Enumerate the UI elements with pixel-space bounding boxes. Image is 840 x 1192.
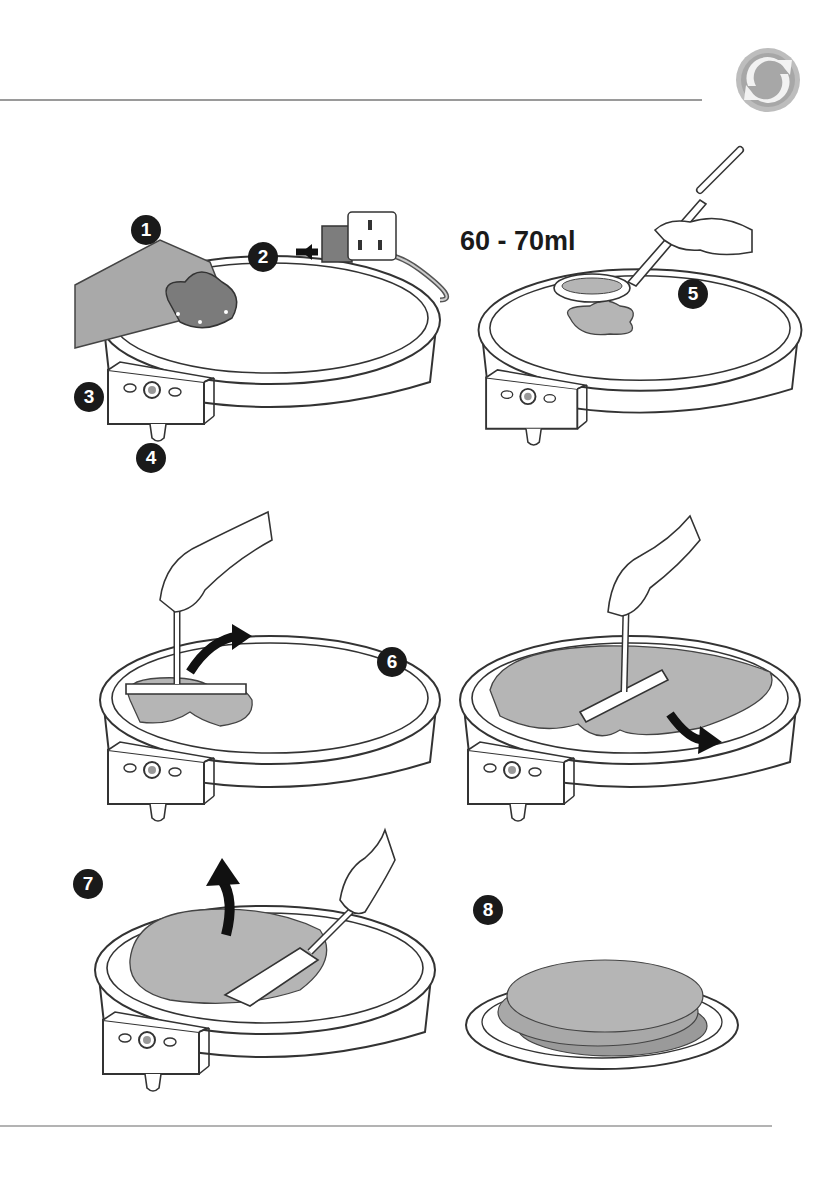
callout-number: 3 [74, 382, 104, 412]
volume-label: 60 - 70ml [458, 226, 578, 257]
callout-number: 2 [248, 242, 278, 272]
callout-number: 4 [136, 443, 166, 473]
callout-number: 6 [377, 647, 407, 677]
callout-number: 8 [473, 895, 503, 925]
callout-number: 7 [73, 869, 103, 899]
callout-number: 1 [131, 215, 161, 245]
callout-number: 5 [678, 279, 708, 309]
